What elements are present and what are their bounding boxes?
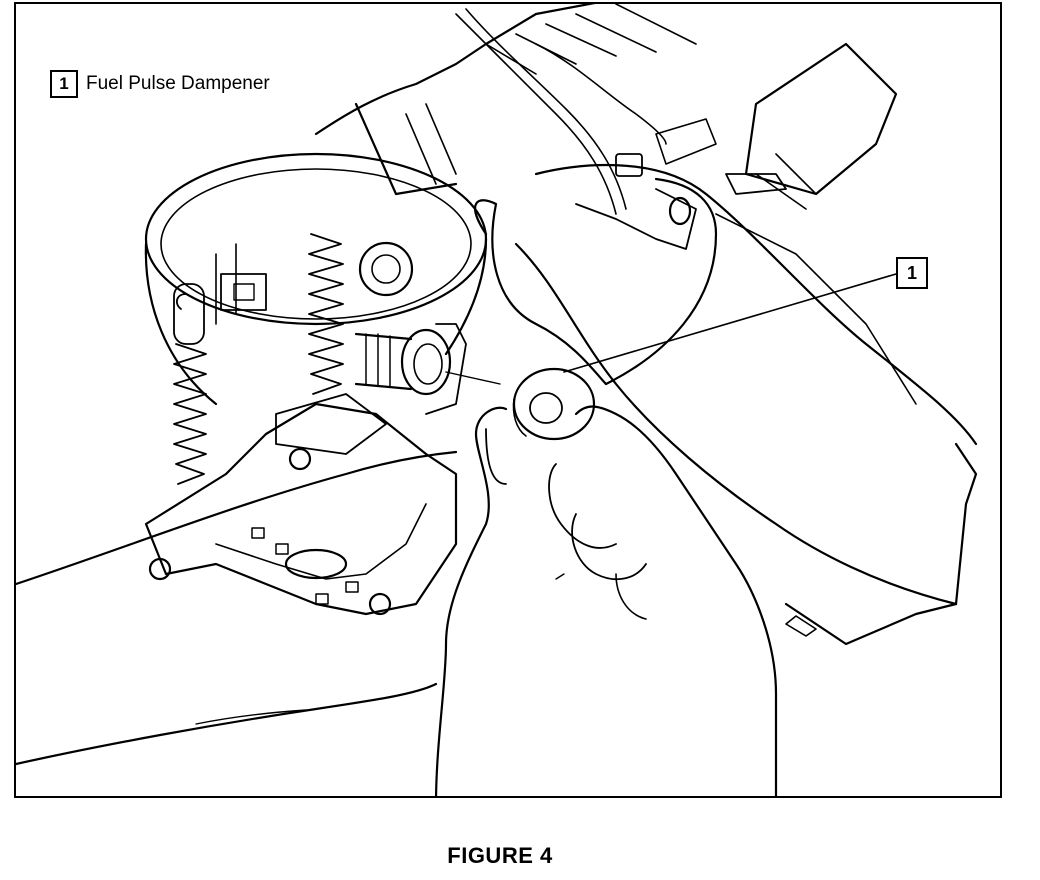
legend-label: Fuel Pulse Dampener	[86, 73, 270, 94]
figure-frame: 1 Fuel Pulse Dampener 1	[14, 2, 1002, 798]
reservoir-disc	[144, 152, 488, 406]
legend-number: 1	[59, 74, 69, 93]
base-plate	[144, 393, 458, 616]
wiring-harness	[455, 8, 717, 215]
pump-motor	[314, 4, 978, 646]
legend-number-box: 1	[50, 70, 78, 98]
fuel-pump-illustration	[16, 4, 978, 796]
dampener-fitting	[354, 323, 467, 415]
hand	[434, 405, 778, 796]
fuel-pulse-dampener	[512, 367, 596, 441]
mounting-bracket	[474, 153, 718, 386]
callout-number: 1	[906, 262, 917, 283]
figure-caption: FIGURE 4	[447, 843, 553, 868]
fitting-leader-line	[445, 371, 501, 385]
forearm	[16, 450, 458, 766]
callout-leader-line	[563, 273, 897, 373]
callout-marker: 1	[896, 257, 928, 289]
pump-cap	[715, 42, 917, 405]
coil-springs	[173, 233, 344, 485]
legend: 1 Fuel Pulse Dampener	[50, 70, 270, 98]
